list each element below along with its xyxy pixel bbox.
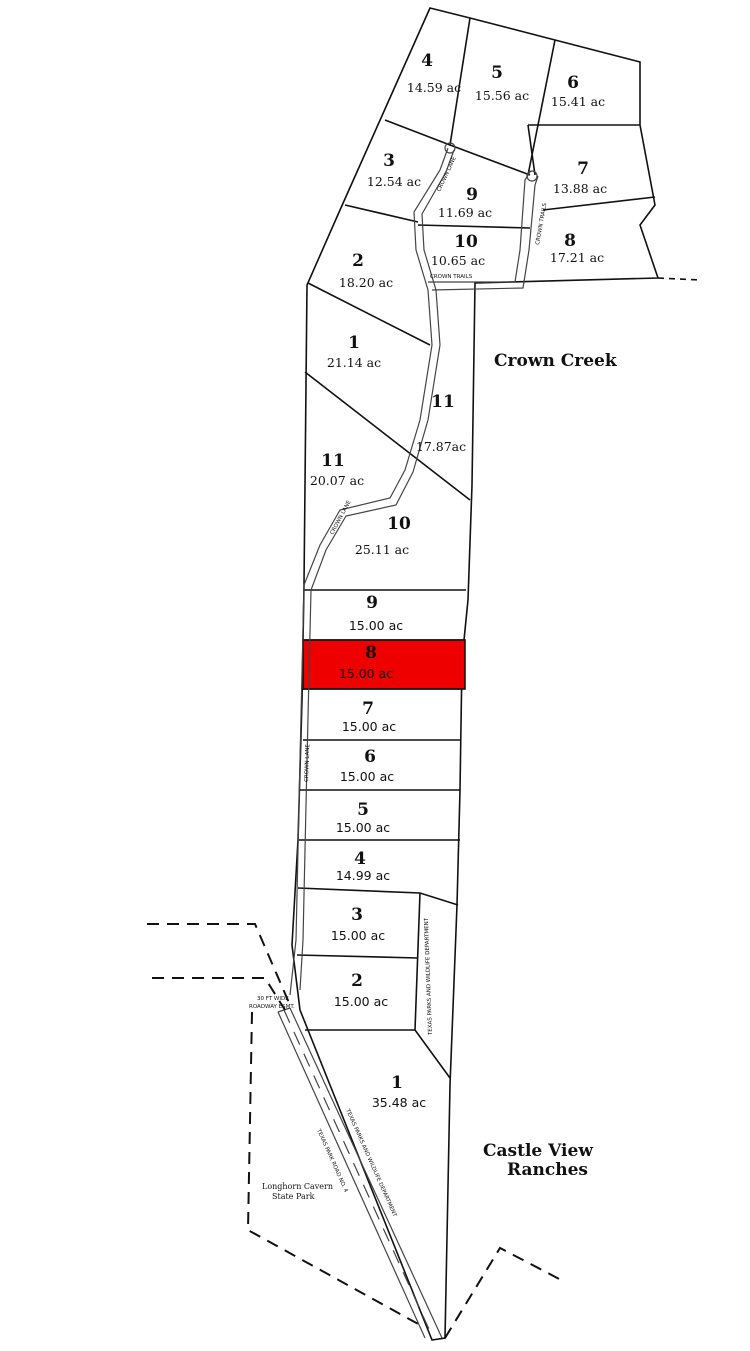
crown-creek-label: Crown Creek (494, 351, 618, 371)
park-road-edge (289, 1007, 443, 1339)
lot-number: 9 (366, 593, 378, 613)
state-park-label: Longhorn Cavern (262, 1182, 333, 1191)
lot-line (417, 224, 531, 229)
road-label: TEXAS PARKS AND WILDLIFE DEPARTMENT (424, 917, 434, 1036)
lot-number: 4 (354, 849, 366, 869)
lot-number: 1 (348, 333, 360, 353)
highlighted-lot-8[interactable] (302, 639, 466, 690)
lot-number: 11 (431, 392, 455, 412)
lot-acreage: 20.07 ac (310, 473, 364, 488)
crown-lane-road (289, 147, 449, 996)
lot-line (657, 277, 701, 281)
lot-line (297, 887, 459, 906)
easement-label: ROADWAY ESMT. (249, 1004, 295, 1010)
lot-acreage: 35.48 ac (372, 1095, 426, 1110)
lot-number: 1 (391, 1073, 403, 1093)
lot-line (304, 371, 471, 501)
lot-acreage: 25.11 ac (355, 542, 409, 557)
road-label: CROWN LANE (304, 744, 311, 783)
lot-acreage: 15.41 ac (551, 94, 605, 109)
lot-line (307, 282, 431, 346)
lot-acreage: 17.87ac (416, 439, 466, 454)
lot-number: 10 (454, 232, 478, 252)
crown-lane-road (299, 149, 455, 991)
lot-number: 6 (567, 73, 579, 93)
lot-acreage: 15.00 ac (331, 928, 385, 943)
lot-number: 2 (352, 251, 364, 271)
state-park-boundary (147, 923, 291, 1006)
lot-line (527, 124, 536, 176)
lot-acreage: 15.00 ac (339, 666, 393, 681)
lot-number: 7 (577, 159, 589, 179)
lot-line (542, 196, 656, 211)
road-label: CROWN LANE (436, 156, 458, 193)
lot-acreage: 15.00 ac (336, 820, 390, 835)
park-road-centerline (283, 1009, 434, 1339)
state-park-boundary (246, 1011, 421, 1326)
lot-acreage: 15.00 ac (342, 719, 396, 734)
lot-line (296, 954, 419, 959)
lot-acreage: 15.00 ac (349, 618, 403, 633)
lot-acreage: 15.00 ac (334, 994, 388, 1009)
lot-acreage: 12.54 ac (367, 174, 421, 189)
castle-view-boundary (444, 1246, 566, 1339)
lot-number: 3 (351, 905, 363, 925)
lot-number: 7 (362, 699, 374, 719)
lot-number: 6 (364, 747, 376, 767)
lot-number: 10 (387, 514, 411, 534)
road-label: TEXAS PARKS AND WILDLIFE DEPARTMENT (344, 1107, 398, 1218)
lot-number: 2 (351, 971, 363, 991)
lot-number: 8 (365, 643, 377, 663)
lot-acreage: 18.20 ac (339, 275, 393, 290)
lot-number: 5 (491, 63, 503, 83)
lot-acreage: 21.14 ac (327, 355, 381, 370)
lot-acreage: 14.99 ac (336, 868, 390, 883)
cul-de-sac (444, 142, 456, 154)
lot-acreage: 13.88 ac (553, 181, 607, 196)
lot-number: 9 (466, 185, 478, 205)
road-label: CROWN TRAILS (535, 202, 548, 245)
lot-number: 8 (564, 231, 576, 251)
lot-acreage: 15.56 ac (475, 88, 529, 103)
castle-view-label: Castle View (483, 1141, 593, 1161)
lot-number: 4 (421, 51, 433, 71)
lot-acreage: 17.21 ac (550, 250, 604, 265)
lower-lot-labels: 9 15.00 ac 8 15.00 ac 7 15.00 ac 6 15.00… (331, 593, 426, 1110)
lot-acreage: 10.65 ac (431, 253, 485, 268)
lot-acreage: 14.59 ac (407, 80, 461, 95)
lot-8-fill (302, 639, 466, 690)
lot-number: 11 (321, 451, 345, 471)
lot-line (344, 204, 419, 223)
lot-acreage: 15.00 ac (340, 769, 394, 784)
road-label: CROWN TRAILS (430, 274, 473, 280)
lot-line (384, 119, 531, 176)
crown-trails-road (431, 175, 539, 291)
lot-acreage: 11.69 ac (438, 205, 492, 220)
upper-lot-labels: 4 14.59 ac 5 15.56 ac 6 15.41 ac 3 12.54… (310, 51, 607, 557)
lot-number: 3 (383, 151, 395, 171)
neighbor-boundaries (147, 923, 566, 1339)
lot-line (449, 17, 471, 146)
park-road-edge (277, 1011, 426, 1339)
state-park-label: State Park (272, 1192, 315, 1201)
boundary-lines (291, 7, 701, 1341)
castle-view-label: Ranches (507, 1160, 588, 1180)
lot-line (414, 892, 451, 1079)
roads (277, 142, 539, 1339)
road-label: CROWN LANE (329, 499, 352, 536)
lot-number: 5 (357, 800, 369, 820)
easement-label: 30 FT WIDE (257, 996, 289, 1002)
cul-de-sac (526, 170, 538, 182)
